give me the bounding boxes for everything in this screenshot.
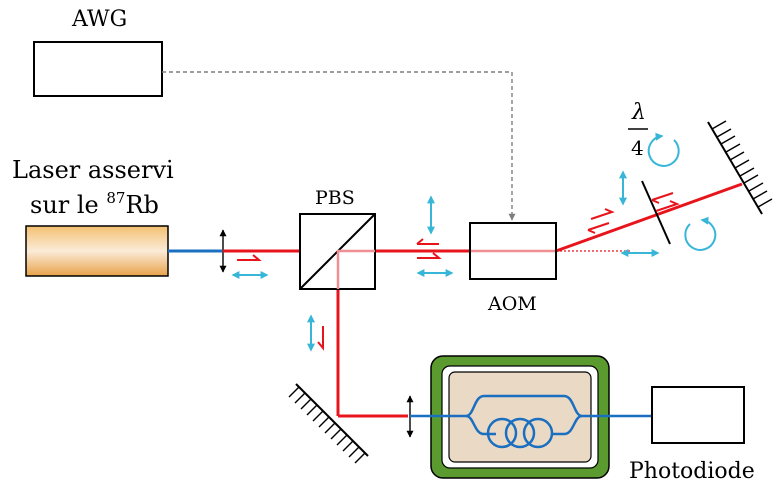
circular-polarization-icons — [647, 132, 717, 251]
beam-first-order — [555, 182, 743, 253]
rf-link-line — [162, 71, 516, 221]
retro-mirror — [707, 120, 773, 215]
polarization-arrows — [231, 170, 660, 352]
lambda-symbol: λ — [631, 100, 646, 125]
photodiode-label: Photodiode — [629, 459, 755, 484]
fold-mirror — [288, 383, 369, 464]
laser-source — [25, 225, 169, 277]
awg-box — [33, 41, 163, 97]
beam-direction-markers — [237, 192, 680, 351]
aom-box — [469, 222, 557, 280]
fiber-interferometer — [410, 394, 652, 449]
aom-label: AOM — [487, 293, 537, 315]
quarter-wave-plate — [641, 180, 671, 245]
laser-label-line1: Laser asservi — [12, 156, 174, 184]
awg-label: AWG — [71, 7, 127, 32]
fraction-four: 4 — [631, 136, 644, 160]
laser-label-line2: sur le 87Rb — [30, 189, 159, 219]
photodiode-box — [651, 386, 745, 444]
pbs-label: PBS — [315, 187, 355, 209]
